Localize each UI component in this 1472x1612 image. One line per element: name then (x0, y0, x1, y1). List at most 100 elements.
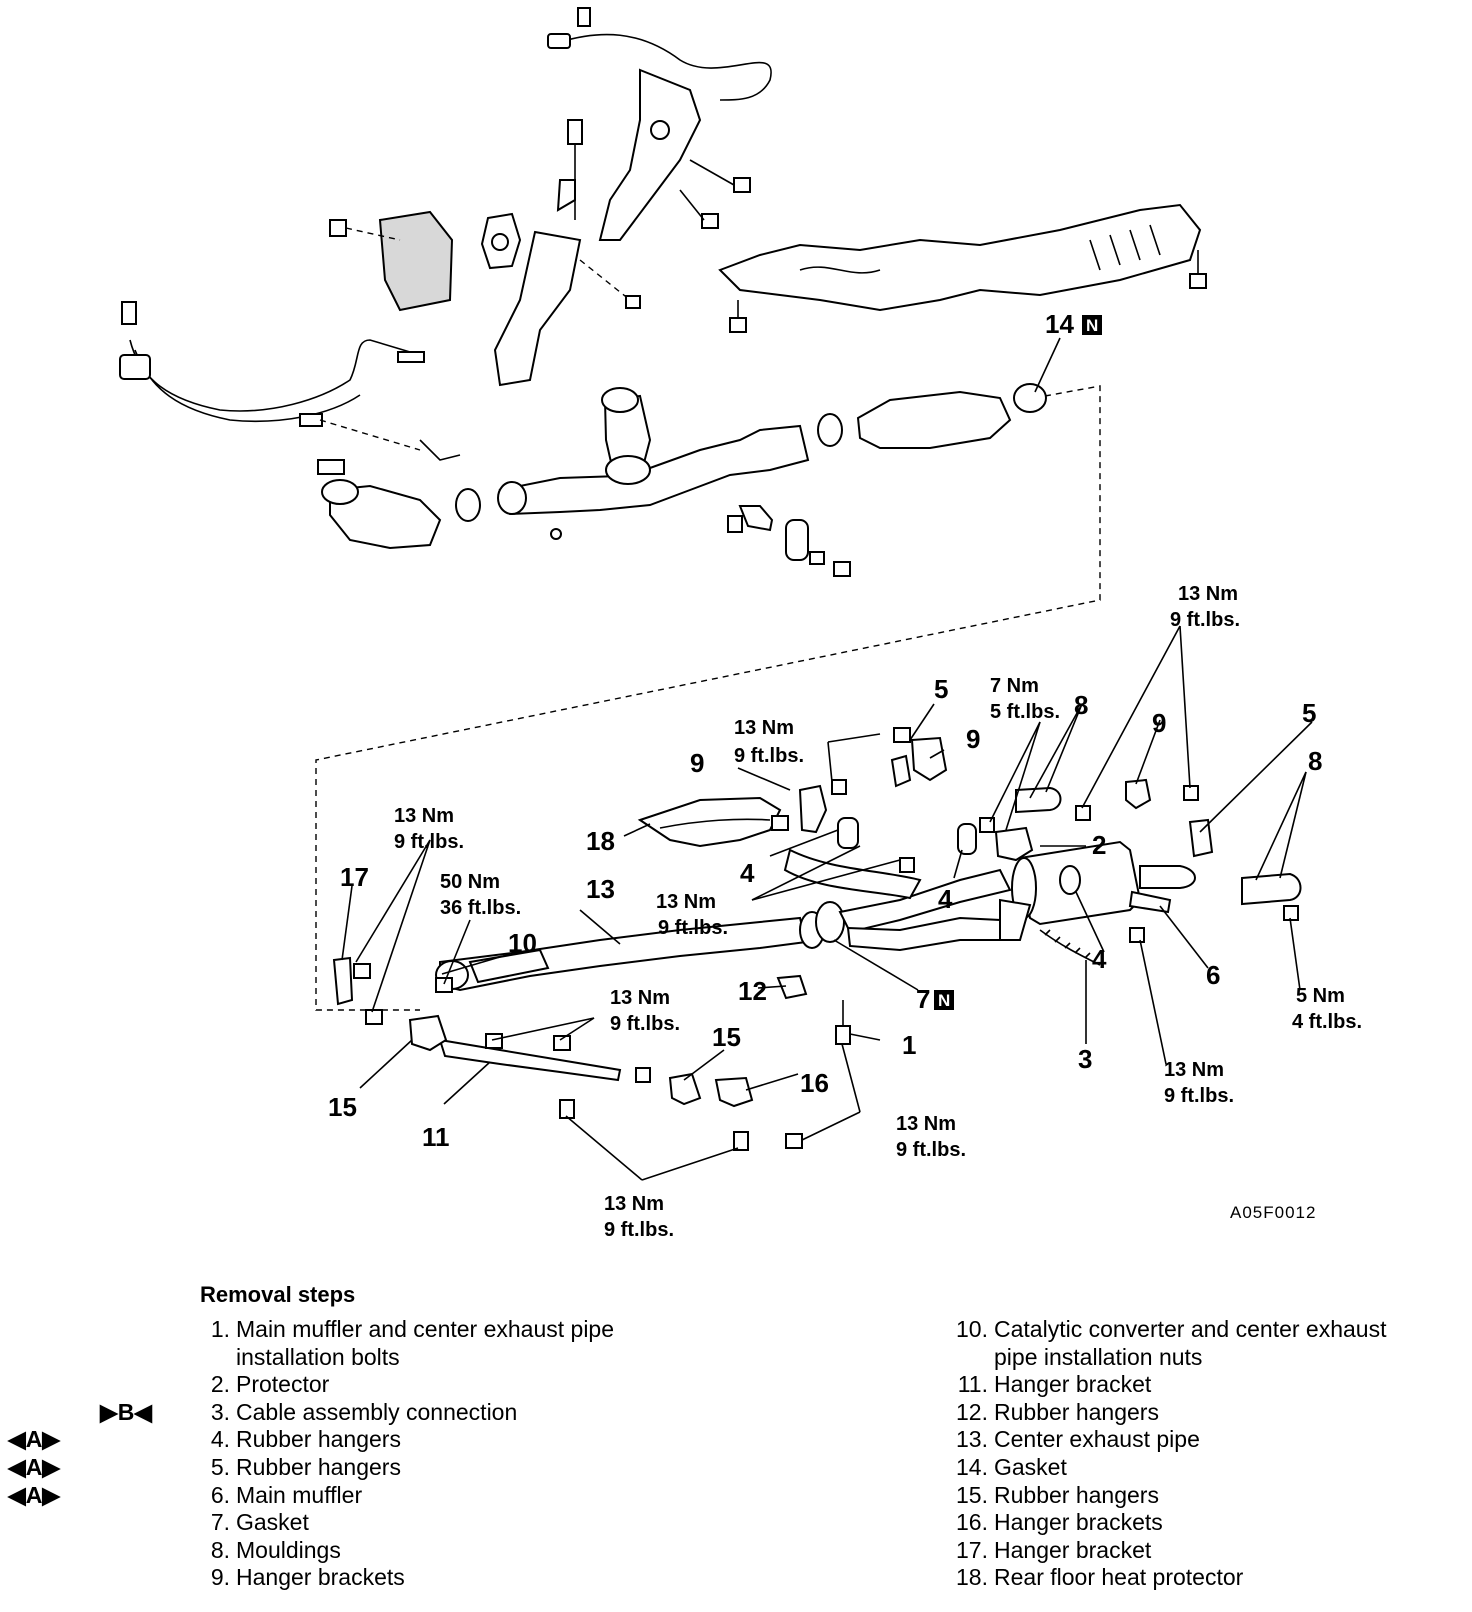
removal-step: 13.Center exhaust pipe (942, 1426, 1462, 1454)
callout-5a: 5 (934, 674, 948, 704)
muffler-bolt-1 (835, 1025, 851, 1045)
left-manifold-flange (321, 479, 359, 505)
bracket-16-nut (785, 1133, 803, 1149)
gasket-hole (491, 233, 509, 251)
hanger-bracket-9-a (798, 784, 828, 834)
torque-nm-a: 13 Nm (734, 717, 794, 739)
front-pipe-nut (625, 295, 641, 309)
hanger-bracket-16 (714, 1076, 754, 1108)
procedure-mark-a: ◀A▶ (8, 1426, 60, 1452)
procedure-mark-a: ◀A▶ (8, 1482, 60, 1508)
moulding-8-a (1015, 786, 1062, 814)
torque-ft-b: 9 ft.lbs. (1170, 609, 1240, 631)
bracket-bolt (567, 119, 583, 145)
nut-a (893, 727, 911, 743)
step-label: Rear floor heat protector (994, 1564, 1244, 1591)
step-number: 15. (956, 1481, 988, 1508)
harness-connector-upper (547, 33, 571, 49)
hanger-bracket-17 (332, 956, 354, 1006)
step-label: Center exhaust pipe (994, 1426, 1200, 1453)
leader-lines (341, 625, 1313, 1181)
step-number: 16. (956, 1509, 988, 1536)
heat-shield-bolt-a (733, 177, 751, 193)
torque-ft-h: 9 ft.lbs. (604, 1219, 674, 1241)
nut-c (979, 817, 995, 833)
callout-5b: 5 (1302, 698, 1316, 728)
step-label: Rubber hangers (236, 1426, 401, 1453)
callout-13: 13 (586, 874, 615, 904)
torque-nm-50: 50 Nm (440, 871, 500, 893)
step-number: 9. (210, 1564, 230, 1591)
step-number: 10. (956, 1316, 988, 1342)
torque-nm-h: 13 Nm (604, 1193, 664, 1215)
muffler-inlet-hanger (1059, 865, 1081, 895)
removal-step: 10.Catalytic converter and center exhaus… (942, 1316, 1462, 1371)
callout-9c: 9 (1152, 708, 1166, 738)
callout-numbers: 1 2 3 4 4 4 5 5 6 7 N 8 8 9 9 9 10 11 12… (328, 674, 1322, 1152)
manifold-heat-shield (378, 210, 454, 312)
step-number: 4. (210, 1426, 230, 1453)
rubber-hanger-15b (668, 1072, 702, 1106)
callout-6: 6 (1206, 960, 1220, 990)
center-pipe-nut (435, 977, 453, 993)
step-label: Hanger bracket (994, 1371, 1152, 1398)
converter-gasket (817, 413, 843, 447)
step-number: 8. (210, 1536, 230, 1563)
harness-bolt-lower (121, 301, 137, 325)
torque-ft-f: 9 ft.lbs. (1164, 1085, 1234, 1107)
step-number: 14. (956, 1453, 988, 1480)
bracket-9a-bolt (771, 815, 789, 831)
callout-15b: 15 (712, 1022, 741, 1052)
step-label: Cable assembly connection (236, 1398, 518, 1425)
front-heat-shield (598, 68, 702, 241)
step-label: Rubber hangers (236, 1453, 401, 1480)
gasket-14-callout: 14 N (1034, 309, 1102, 393)
removal-step: 8.Mouldings (198, 1537, 758, 1565)
rubber-hanger-4b (957, 823, 977, 855)
torque-nm-b: 13 Nm (1178, 583, 1238, 605)
callout-7: 7 (916, 984, 930, 1014)
callout-8a: 8 (1074, 690, 1088, 720)
callout-4b: 4 (938, 884, 953, 914)
callout-9b: 9 (966, 724, 980, 754)
torque-ft-4: 4 ft.lbs. (1292, 1011, 1362, 1033)
callout-4a: 4 (740, 858, 755, 888)
bracket-16-bolt (733, 1131, 749, 1151)
upper-hanger-bracket (738, 505, 774, 532)
harness-connector-lower (119, 354, 151, 380)
front-pipe-angled (493, 230, 582, 387)
bracket-17-nut (365, 1009, 383, 1025)
step-label: Main muffler (236, 1481, 363, 1508)
step-number: 1. (210, 1316, 230, 1342)
removal-steps-title: Removal steps (200, 1282, 356, 1307)
removal-step: 9.Hanger brackets (198, 1564, 758, 1592)
callout-17: 17 (340, 862, 369, 892)
callout-16: 16 (800, 1068, 829, 1098)
callout-10: 10 (508, 928, 537, 958)
badge-letter-14: N (1086, 316, 1098, 335)
rubber-hanger-5a (890, 754, 912, 788)
heat-shield-bolt-b (701, 213, 719, 229)
torque-nm-e: 13 Nm (610, 987, 670, 1009)
step-number: 6. (210, 1481, 230, 1508)
removal-step: 17.Hanger bracket (942, 1537, 1462, 1565)
exhaust-system-diagram: 14 N (119, 7, 1362, 1241)
removal-step: 5.Rubber hangers (198, 1454, 758, 1482)
oxygen-sensor-harness-lower (129, 339, 421, 412)
riser-joint (605, 455, 651, 485)
callout-9a: 9 (690, 748, 704, 778)
removal-step: 15.Rubber hangers (942, 1482, 1462, 1510)
torque-ft-a: 9 ft.lbs. (734, 745, 804, 767)
step-label: Protector (236, 1371, 330, 1398)
muffler-tailpipe-lower (1128, 890, 1172, 914)
callout-15a: 15 (328, 1092, 357, 1122)
step-number: 5. (210, 1453, 230, 1480)
small-bracket (556, 179, 576, 212)
underbody-shield-bolt-a (729, 317, 747, 333)
harness-bolt-upper (577, 7, 591, 27)
step-label-continued: installation bolts (236, 1343, 400, 1370)
torque-ft-c: 9 ft.lbs. (394, 831, 464, 853)
step-label: Gasket (994, 1453, 1067, 1480)
nut-e (1183, 785, 1199, 801)
